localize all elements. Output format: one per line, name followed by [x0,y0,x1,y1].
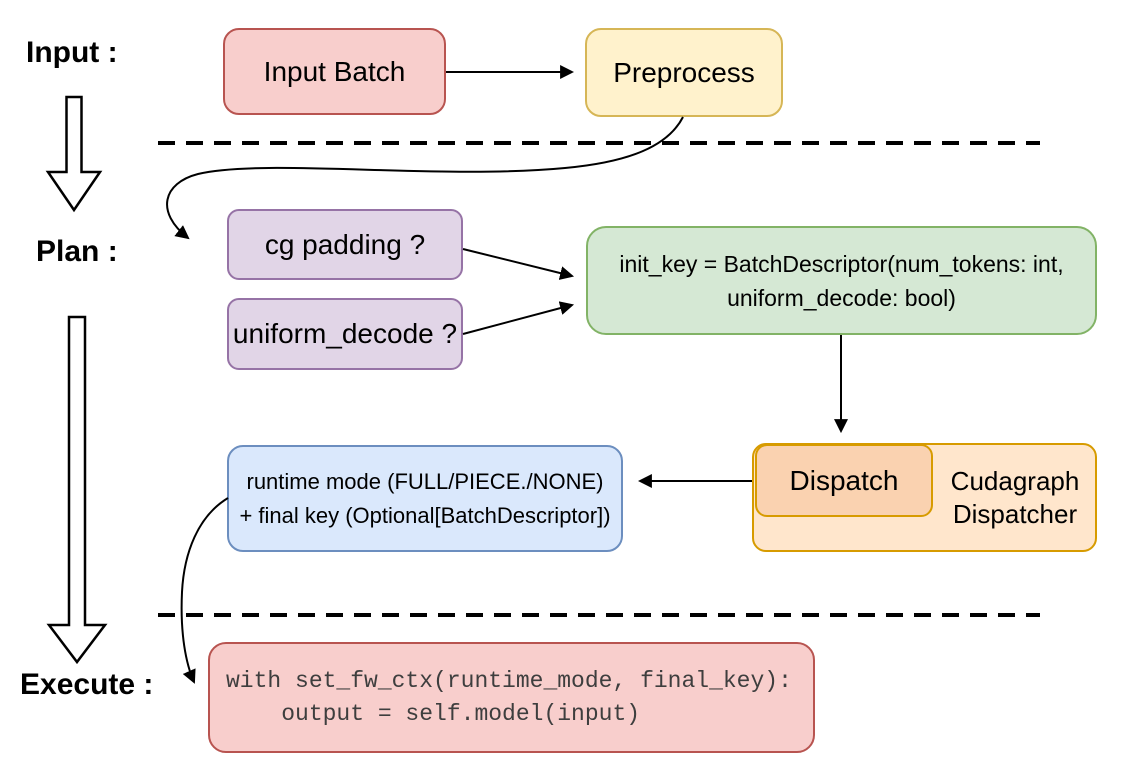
execute-code-line2: output = self.model(input) [226,700,641,727]
node-cg-padding: cg padding ? [227,209,463,280]
node-preprocess-label: Preprocess [613,56,755,88]
execute-code-line1: with set_fw_ctx(runtime_mode, final_key)… [226,667,792,694]
node-runtime-mode-line1: runtime mode (FULL/PIECE./NONE) [246,468,604,494]
stage-label-execute: Execute : [20,668,154,701]
node-preprocess: Preprocess [585,28,783,117]
node-dispatch: Dispatch [755,444,933,517]
edge-cgpadding-to-initkey [462,248,575,280]
node-cg-padding-label: cg padding ? [264,228,426,260]
node-uniform-decode-label: uniform_decode ? [232,318,458,349]
node-input-batch-label: Input Batch [263,55,406,87]
node-runtime-mode: runtime mode (FULL/PIECE./NONE) + final … [227,445,623,552]
node-dispatch-label: Dispatch [789,464,899,496]
node-runtime-mode-line2: + final key (Optional[BatchDescriptor]) [239,502,611,528]
stage-label-plan: Plan : [36,235,118,268]
node-init-key-line1: init_key = BatchDescriptor(num_tokens: i… [619,250,1064,277]
flow-arrow-plan-to-execute-icon [46,315,108,665]
stage-label-input: Input : [26,36,118,69]
node-init-key: init_key = BatchDescriptor(num_tokens: i… [586,226,1097,335]
edge-uniformdecode-to-initkey [462,301,575,335]
node-execute-code: with set_fw_ctx(runtime_mode, final_key)… [208,642,815,753]
node-uniform-decode: uniform_decode ? [227,298,463,370]
flow-arrow-input-to-plan-icon [45,95,103,213]
node-input-batch: Input Batch [223,28,446,115]
node-init-key-line2: uniform_decode: bool) [727,284,956,311]
cudagraph-dispatcher-label: Cudagraph Dispatcher [950,465,1080,529]
